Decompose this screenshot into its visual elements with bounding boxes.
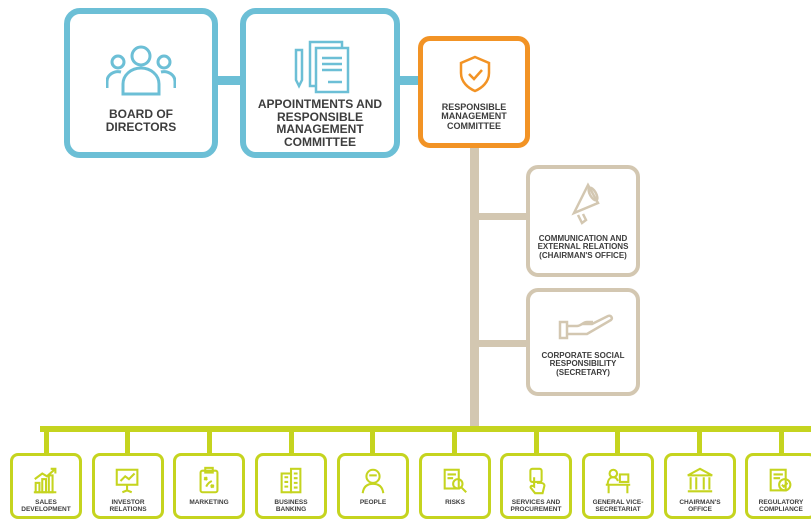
giving-hand-icon xyxy=(558,314,614,340)
connector-appointments-responsible xyxy=(398,76,420,85)
csr-box: CORPORATE SOCIAL RESPONSIBILITY (SECRETA… xyxy=(526,288,640,396)
growth-chart-icon xyxy=(33,467,57,494)
megaphone-icon xyxy=(571,182,600,225)
department-box: BUSINESS BANKING xyxy=(255,453,327,519)
connector-board-appointments xyxy=(216,76,246,85)
appointments-label: APPOINTMENTS AND RESPONSIBLE MANAGEMENT … xyxy=(257,97,383,149)
presentation-board-icon xyxy=(115,468,139,494)
department-label: GENERAL VICE-SECRETARIAT xyxy=(592,499,644,513)
connector-trunk xyxy=(470,148,479,426)
department-box: PEOPLE xyxy=(337,453,409,519)
department-label: REGULATORY COMPLIANCE xyxy=(758,499,804,513)
institution-icon xyxy=(687,467,713,493)
department-box: INVESTOR RELATIONS xyxy=(92,453,164,519)
department-label: MARKETING xyxy=(189,499,229,506)
department-label: INVESTOR RELATIONS xyxy=(109,499,147,513)
department-label: RISKS xyxy=(445,499,465,506)
department-box: REGULATORY COMPLIANCE xyxy=(745,453,811,519)
buildings-icon xyxy=(280,467,302,494)
department-box: SERVICES AND PROCUREMENT xyxy=(500,453,572,519)
people-group-icon xyxy=(106,45,176,96)
department-box: RISKS xyxy=(419,453,491,519)
department-label: PEOPLE xyxy=(359,499,387,506)
department-label: SALES DEVELOPMENT xyxy=(21,499,71,513)
magnifier-document-icon xyxy=(443,468,467,493)
connector-communication xyxy=(479,213,527,220)
person-icon xyxy=(361,468,385,494)
department-label: CHAIRMAN'S OFFICE xyxy=(679,499,721,513)
connector-csr xyxy=(479,340,527,347)
appointments-committee-box: APPOINTMENTS AND RESPONSIBLE MANAGEMENT … xyxy=(240,8,400,158)
department-box: CHAIRMAN'S OFFICE xyxy=(664,453,736,519)
responsible-label: RESPONSIBLE MANAGEMENT COMMITTEE xyxy=(441,102,507,131)
responsible-committee-box: RESPONSIBLE MANAGEMENT COMMITTEE xyxy=(418,36,530,148)
compliance-document-icon xyxy=(769,468,792,492)
shield-check-icon xyxy=(459,55,491,93)
strategy-clipboard-icon xyxy=(199,466,219,494)
department-box: GENERAL VICE-SECRETARIAT xyxy=(582,453,654,519)
department-box: MARKETING xyxy=(173,453,245,519)
communication-label: COMMUNICATION AND EXTERNAL RELATIONS (CH… xyxy=(537,234,629,260)
board-label: BOARD OF DIRECTORS xyxy=(105,107,177,134)
connector-bus xyxy=(40,426,811,432)
documents-pen-icon xyxy=(294,40,350,94)
department-label: BUSINESS BANKING xyxy=(274,499,308,513)
csr-label: CORPORATE SOCIAL RESPONSIBILITY (SECRETA… xyxy=(541,351,625,377)
connector-drops xyxy=(44,426,784,454)
department-box: SALES DEVELOPMENT xyxy=(10,453,82,519)
hand-touch-icon xyxy=(529,467,546,495)
board-of-directors-box: BOARD OF DIRECTORS xyxy=(64,8,218,158)
department-label: SERVICES AND PROCUREMENT xyxy=(510,499,562,513)
desk-icon xyxy=(605,468,631,494)
communication-box: COMMUNICATION AND EXTERNAL RELATIONS (CH… xyxy=(526,165,640,277)
